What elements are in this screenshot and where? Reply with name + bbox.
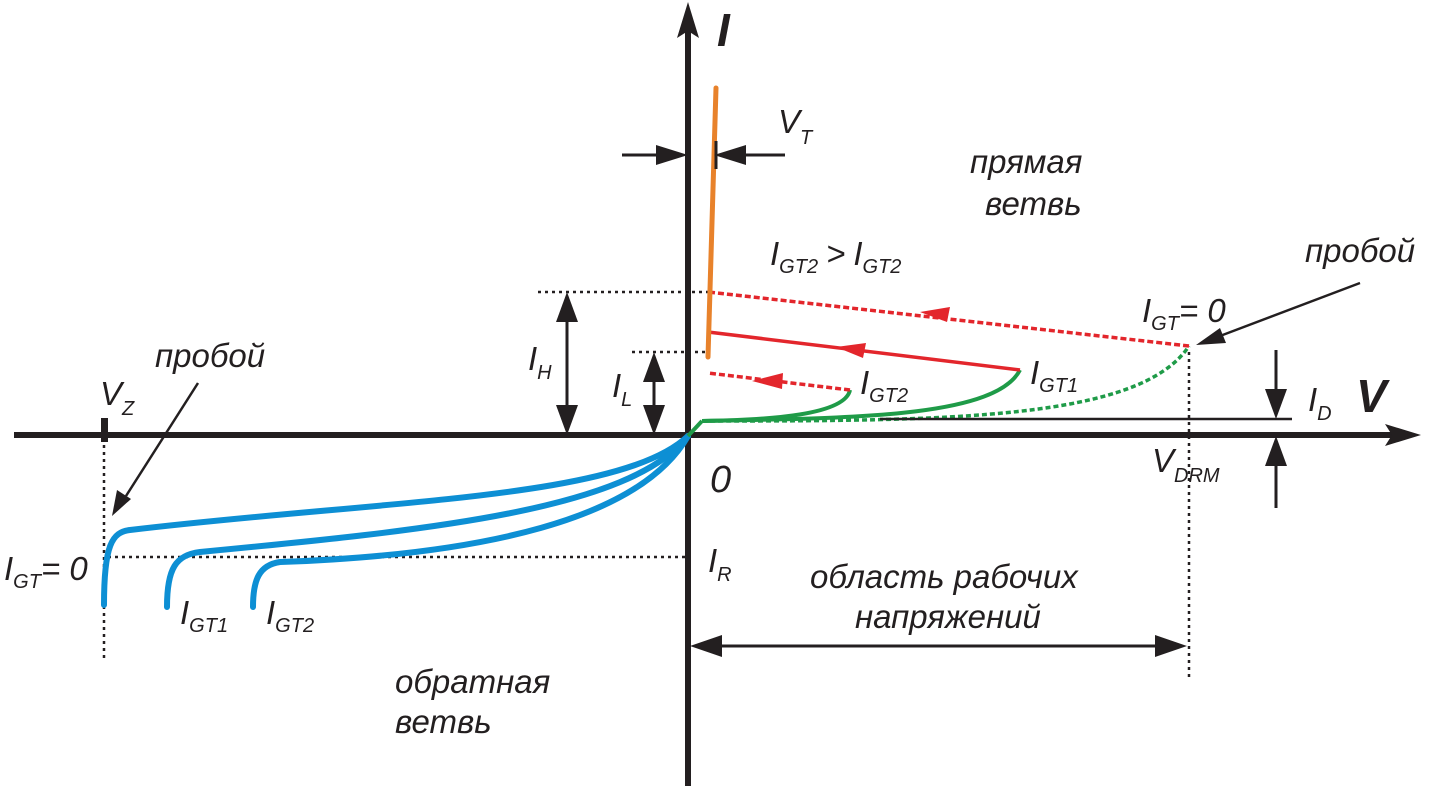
vt-dim-arrow-left: [656, 145, 688, 165]
return-path-igt0: [707, 290, 1190, 348]
igt0-reverse-label: IGT= 0: [4, 550, 88, 593]
il-dim-arrow-bottom: [643, 405, 665, 435]
origin-label: 0: [710, 459, 731, 501]
forward-branch-label-line1: прямая: [970, 143, 1082, 180]
current-axis-arrowhead: [677, 2, 699, 38]
reverse-breakdown-arrowhead: [112, 490, 131, 516]
working-range-arrow-left: [690, 635, 722, 657]
forward-breakdown-pointer: [1219, 281, 1361, 338]
green-line-igt0: [701, 345, 1191, 423]
axes: [14, 2, 1421, 786]
forward-breakdown-label: пробой: [1305, 232, 1415, 269]
return-arrow-igt1: [836, 343, 866, 358]
forward-blocking-curves: [686, 345, 1191, 438]
il-label: IL: [612, 367, 632, 411]
reverse-curve-igt1: [164, 433, 691, 610]
il-dimension: [643, 352, 665, 435]
id-label: ID: [1308, 381, 1332, 425]
vz-tick: [101, 418, 108, 442]
return-path-igt2: [707, 371, 851, 392]
working-range-arrow-right: [1155, 635, 1187, 657]
id-dim-arrow-top: [1265, 389, 1287, 419]
vt-dim-arrow-right: [714, 145, 746, 165]
return-paths: [707, 290, 1190, 392]
working-range-label-line1: область рабочих: [810, 558, 1079, 595]
ih-dim-arrow-top: [556, 292, 578, 322]
on-state-curve: [705, 85, 719, 360]
igt-comparison-label: IGT2>IGT2: [770, 235, 901, 278]
reverse-breakdown-label: пробой: [155, 337, 265, 374]
ih-dim-arrow-bottom: [556, 405, 578, 435]
current-axis-label: I: [717, 4, 731, 56]
igt2-forward-label: IGT2: [860, 364, 908, 407]
igt1-reverse-label: IGT1: [180, 594, 228, 637]
vdrm-label: VDRM: [1152, 442, 1220, 487]
igt1-forward-label: IGT1: [1030, 354, 1078, 397]
vz-label: VZ: [100, 375, 135, 420]
voltage-axis-arrowhead: [1385, 424, 1421, 446]
ih-label: IH: [528, 340, 552, 384]
labels: I V 0 VT прямая ветвь IGT2>IGT2 пробой I…: [4, 4, 1415, 740]
green-start-segment: [686, 419, 704, 438]
forward-breakdown-arrowhead: [1196, 328, 1226, 345]
return-arrow-igt0: [920, 307, 950, 322]
return-arrow-igt2: [752, 373, 783, 389]
vt-label: VT: [778, 103, 814, 149]
igt2-reverse-label: IGT2: [266, 594, 314, 637]
reverse-curve-igt2: [250, 433, 691, 610]
reverse-curve-igt0: [101, 433, 691, 608]
reverse-curves: [101, 433, 691, 610]
voltage-axis-label: V: [1356, 370, 1390, 422]
il-dim-arrow-top: [643, 352, 665, 382]
working-range-label-line2: напряжений: [855, 598, 1041, 635]
reverse-breakdown-pointer: [124, 382, 200, 497]
forward-branch-label-line2: ветвь: [985, 185, 1082, 222]
id-dimension: [880, 350, 1292, 508]
reverse-branch-label-line2: ветвь: [395, 703, 492, 740]
igt0-forward-label: IGT= 0: [1142, 292, 1226, 335]
ir-label: IR: [708, 542, 732, 586]
vt-dimension: [622, 141, 785, 169]
working-range-dimension: [690, 635, 1187, 657]
ih-dimension: [556, 292, 578, 435]
breakdown-pointers: [112, 281, 1361, 516]
id-dim-arrow-bottom: [1265, 436, 1287, 466]
reverse-branch-label-line1: обратная: [395, 663, 550, 700]
